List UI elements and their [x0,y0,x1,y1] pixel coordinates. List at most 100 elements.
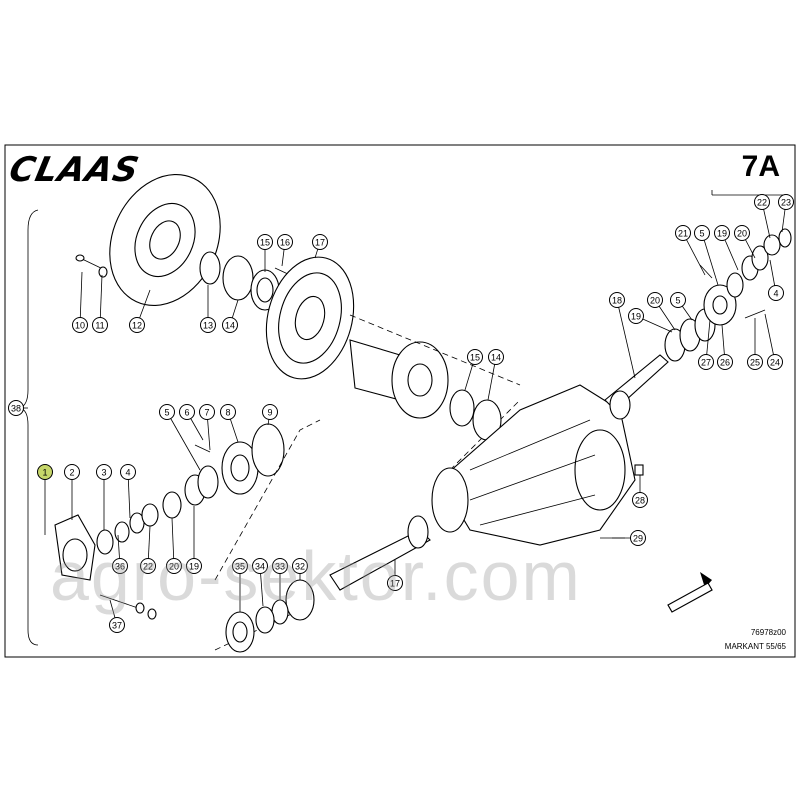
callout-circle [694,225,710,241]
callout-circle [92,317,108,333]
callout-number: 17 [315,238,325,248]
callout-circle [628,308,644,324]
callout-leader-line [701,232,719,286]
callout-number: 22 [757,198,767,208]
callout-number: 34 [255,562,265,572]
callout-28: 28 [632,475,648,508]
callout-number: 9 [267,408,272,418]
callout-number: 4 [773,289,778,299]
callout-number: 15 [260,238,270,248]
callout-circle [232,558,248,574]
callout-circle [37,464,53,480]
callout-number: 29 [633,534,643,544]
callout-number: 35 [235,562,245,572]
callout-34: 34 [252,558,268,607]
seal-35 [225,611,255,653]
crown-wheel-17 [265,256,355,380]
callout-27: 27 [698,319,714,370]
diagram-frame [4,144,796,658]
callout-number: 19 [717,229,727,239]
direction-arrow [667,572,713,613]
callout-13: 13 [200,285,216,333]
cover-2 [54,514,96,581]
callout-number: 25 [750,358,760,368]
callout-circle [670,292,686,308]
callout-19: 19 [628,308,673,333]
callout-1: 1 [37,464,53,535]
callout-leader-line [166,411,201,471]
callout-number: 22 [143,562,153,572]
callout-number: 5 [675,296,680,306]
callout-26: 26 [717,324,733,370]
callout-leader-line [764,313,776,363]
callout-19: 19 [714,225,739,271]
callout-number: 17 [390,579,400,589]
ring-20b [162,491,182,519]
differential-hub [349,339,449,419]
callout-circle [647,292,663,308]
callout-circle [272,558,288,574]
callout-29: 29 [612,530,646,546]
callout-number: 28 [635,496,645,506]
callout-circle [717,354,733,370]
gearbox-housing [431,384,636,546]
callout-23: 23 [778,194,794,233]
callout-number: 5 [699,229,704,239]
callout-15: 15 [464,349,483,391]
callout-number: 27 [701,358,711,368]
ring-13 [199,251,221,285]
callout-circle [252,558,268,574]
callout-number: 10 [75,321,85,331]
callout-circle [488,349,504,365]
cover-housing [109,174,221,306]
callout-circle [179,404,195,420]
callout-circle [140,558,156,574]
callout-number: 6 [184,408,189,418]
callout-24: 24 [764,313,783,370]
callout-35: 35 [232,558,248,612]
callout-number: 38 [11,404,21,414]
callout-number: 7 [204,408,209,418]
callout-circle [277,234,293,250]
bolt-6 [194,444,211,453]
callout-5: 5 [159,404,201,471]
callout-33: 33 [272,558,288,600]
callout-circle [630,530,646,546]
callout-37: 37 [109,599,125,633]
callout-circle [754,194,770,210]
ring-3 [96,529,114,555]
bolt-25 [744,309,766,319]
callout-circle [129,317,145,333]
ring-top-22 [763,234,781,256]
callout-circle [675,225,691,241]
callout-36: 36 [112,534,128,574]
callout-32: 32 [292,558,308,580]
callout-16: 16 [277,234,293,267]
callout-leader-line [99,274,103,326]
callout-6: 6 [179,404,204,441]
ring-22 [141,503,159,527]
callout-number: 20 [169,562,179,572]
callout-circle [387,575,403,591]
pinion-shaft-18 [604,354,669,420]
ring-34 [255,606,275,634]
callout-number: 33 [275,562,285,572]
callout-14: 14 [222,299,239,333]
callout-22: 22 [140,525,156,574]
callout-number: 14 [225,321,235,331]
ring-4a [114,521,130,543]
callout-19: 19 [186,506,202,574]
callout-circle [166,558,182,574]
callout-number: 20 [650,296,660,306]
ring-top-5 [726,272,744,298]
callout-circle [467,349,483,365]
callout-circle [72,317,88,333]
bearing-housing-8 [221,441,259,495]
callout-3: 3 [96,464,112,530]
callout-38: 38 [8,400,28,416]
callout-number: 3 [101,468,106,478]
flange-26 [703,284,737,326]
callout-circle [609,292,625,308]
